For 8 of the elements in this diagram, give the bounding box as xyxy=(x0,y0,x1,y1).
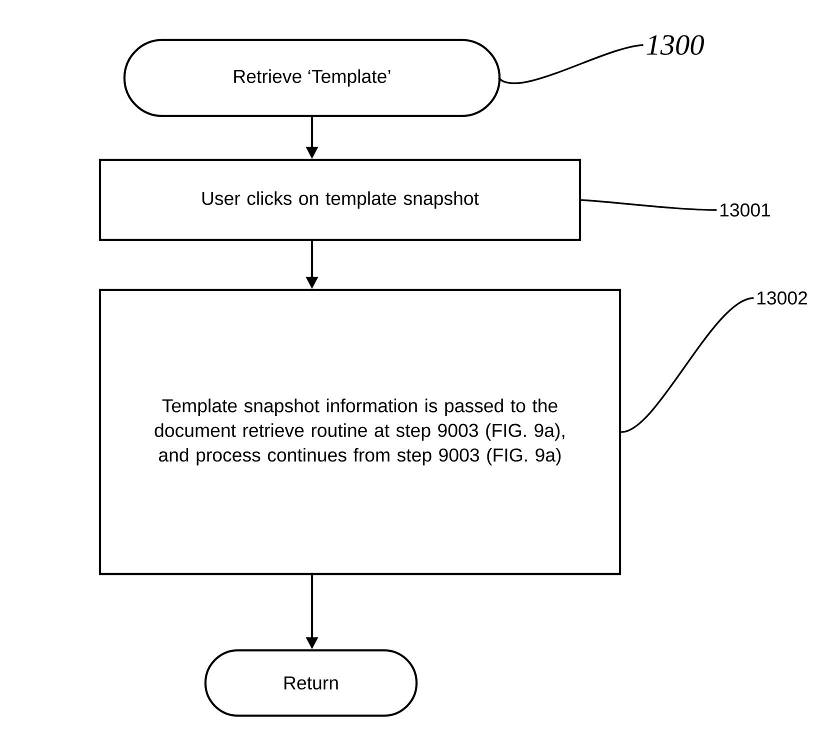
leader-line xyxy=(581,199,717,211)
reference-numeral: 1300 xyxy=(646,35,704,55)
process-box: Template snapshot information is passed to the document retrieve routine at step 9003 (FIG. 9a), and process continues from step 9003 (FIG. 9a) xyxy=(98,288,622,576)
process-box: User clicks on template snapshot xyxy=(98,158,582,242)
leader-line xyxy=(498,44,644,84)
reference-numeral: 13002 xyxy=(757,291,808,305)
leader-line xyxy=(620,297,754,433)
reference-numeral: 13001 xyxy=(720,203,770,217)
